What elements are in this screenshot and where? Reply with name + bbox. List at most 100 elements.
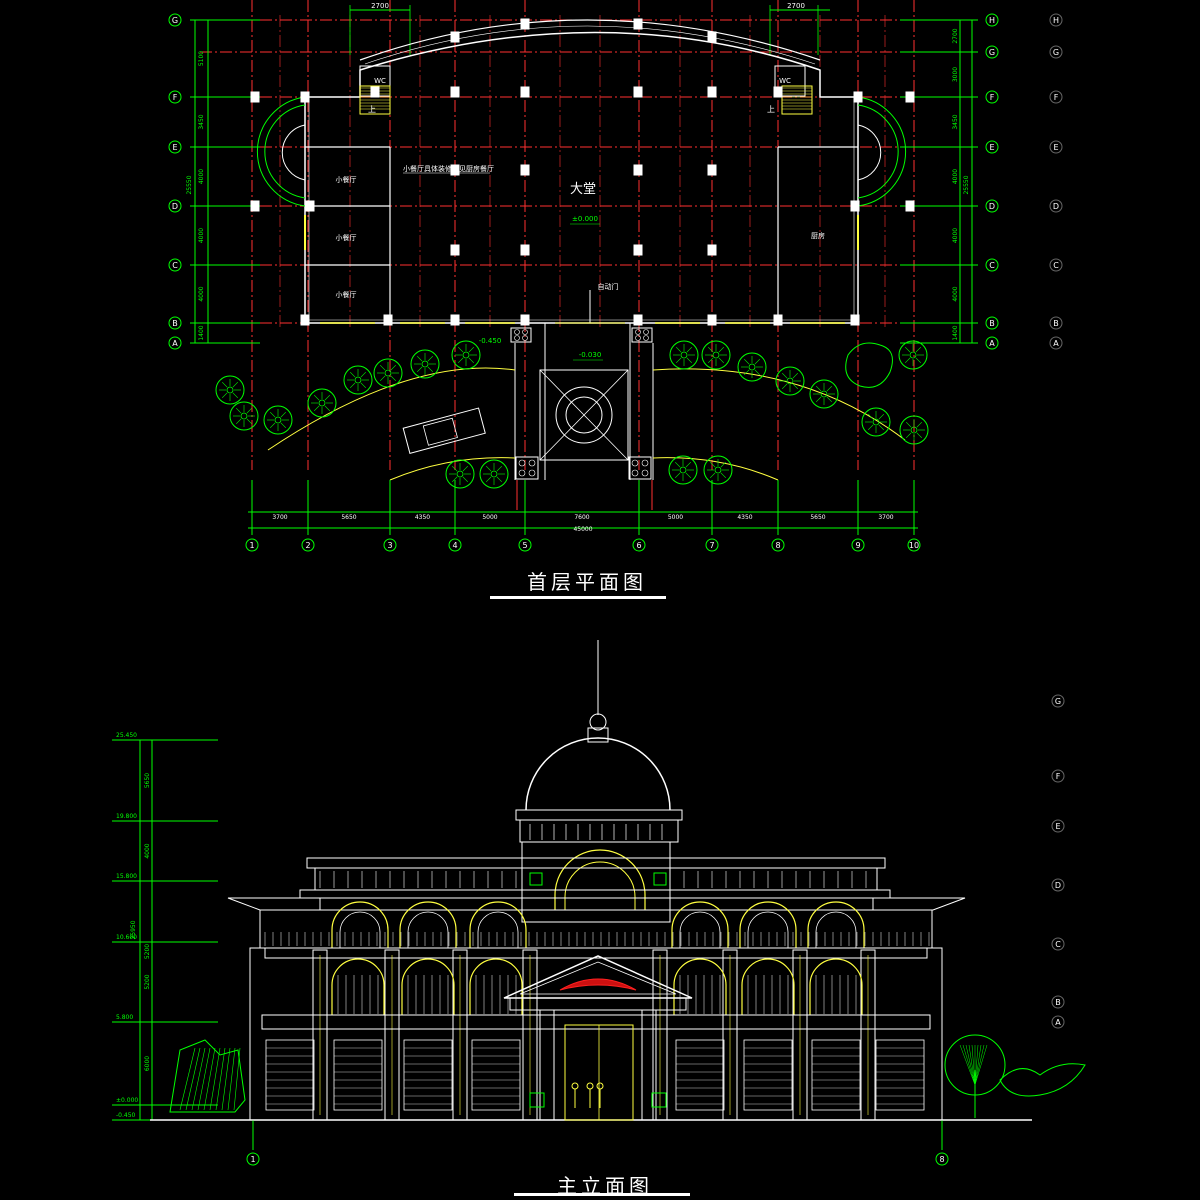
axis-label-right: B [989, 319, 995, 328]
axis-bubble-left [168, 199, 182, 213]
tree-branch [792, 383, 798, 389]
axis-bubble-bottom [705, 538, 719, 552]
column [633, 244, 643, 256]
shrub-hatch [191, 1047, 206, 1111]
entry-column-base [510, 327, 532, 343]
tree-branch [718, 347, 724, 353]
column [905, 200, 915, 212]
axis-bubble-right [985, 336, 999, 350]
porch-column [641, 469, 649, 477]
column [450, 31, 460, 43]
tree-branch [496, 476, 502, 482]
axis-bubble-right [985, 199, 999, 213]
car-symbol [402, 407, 486, 454]
porch-column [641, 459, 649, 467]
axis-bubble-left [168, 316, 182, 330]
tree-symbol [410, 349, 440, 379]
dim-left: 5100 [198, 51, 205, 66]
eave-right [872, 897, 966, 911]
tree-trunk [712, 351, 720, 359]
elev-axis-bubble [1051, 694, 1065, 708]
room-label-wc: WC [779, 77, 791, 85]
tree-branch [222, 392, 228, 398]
column [450, 314, 460, 326]
dim-right: 3450 [952, 114, 959, 129]
note-label: 小餐厅具体装修详见厨房餐厅 [403, 164, 494, 173]
tree-branch [905, 347, 911, 353]
ornament-box [651, 1092, 667, 1108]
front-elevation-drawing: 25.45019.80015.80010.6005.800±0.000-0.45… [112, 640, 1086, 1166]
column [250, 200, 260, 212]
porch-column-base [628, 456, 652, 480]
tree-branch [390, 365, 396, 371]
tree-branch [915, 357, 921, 363]
ground-window [333, 1039, 383, 1111]
tree-branch [314, 395, 320, 401]
column [450, 86, 460, 98]
car-cabin [422, 417, 458, 446]
axis-bubble-left [168, 13, 182, 27]
tree-branch [686, 347, 692, 353]
porch-column [528, 459, 536, 467]
tree-branch [965, 1044, 976, 1086]
axis-bubble-left [168, 90, 182, 104]
tree-branch [270, 422, 276, 428]
shrub-left [169, 1039, 246, 1113]
axis-label-bottom: 7 [709, 541, 714, 550]
axis-label-bottom: 9 [855, 541, 860, 550]
axis-bubble-far-right [1049, 13, 1063, 27]
axis-label-far-right: G [1053, 48, 1059, 57]
inner-wall [308, 100, 855, 321]
tree-branch [916, 432, 922, 438]
axis-bubble-far-right [1049, 45, 1063, 59]
dim-left: 4000 [198, 169, 205, 184]
portico-beam [509, 997, 687, 1011]
plan-site-landscape [215, 340, 929, 510]
bay-right-core [857, 124, 882, 181]
auto-door-label: 自动门 [598, 282, 619, 291]
bottom-dim: 3700 [272, 514, 287, 521]
elev-axis-label: F [1056, 772, 1061, 781]
tree-branch [710, 472, 716, 478]
tree-trunk [910, 426, 918, 434]
tree-trunk [318, 399, 326, 407]
axis-bubble-bottom [851, 538, 865, 552]
tree-branch [458, 347, 464, 353]
tree-branch [468, 347, 474, 353]
ornament-box [529, 1092, 545, 1108]
tree-branch [324, 405, 330, 411]
tree-branch [350, 372, 356, 378]
tree-branch [427, 366, 433, 372]
portico-column [539, 1009, 555, 1121]
arch-3f [399, 901, 457, 948]
dim-right: 1400 [952, 325, 959, 340]
axis-bubble-far-right [1049, 140, 1063, 154]
tree-branch [868, 424, 874, 430]
portico-column [641, 1009, 657, 1121]
level-value: 19.800 [116, 813, 137, 820]
bay-left-core [281, 124, 306, 181]
axis-bubble-bottom [771, 538, 785, 552]
tree-branch [685, 472, 691, 478]
pilaster [452, 949, 468, 1121]
pilaster [722, 949, 738, 1121]
tree-symbol [703, 455, 733, 485]
ground-window [403, 1039, 453, 1111]
axis-label-left: B [172, 319, 178, 328]
entry-column [643, 329, 649, 335]
axis-bubble-bottom [448, 538, 462, 552]
bottom-dim: 7600 [574, 514, 589, 521]
tree-branch [350, 382, 356, 388]
shrub-hatch [227, 1047, 236, 1111]
tree-symbol [445, 459, 475, 489]
arch-3f-inner [339, 911, 381, 948]
ground-window [265, 1039, 315, 1111]
tree-branch [905, 357, 911, 363]
arch-3f [469, 901, 527, 948]
tree-symbol [899, 415, 929, 445]
site-curve-left [267, 367, 516, 451]
level-entry: -0.030 [579, 351, 602, 359]
tree-symbol [479, 459, 509, 489]
floor-band [261, 1014, 931, 1030]
axis-label-right: G [989, 48, 995, 57]
